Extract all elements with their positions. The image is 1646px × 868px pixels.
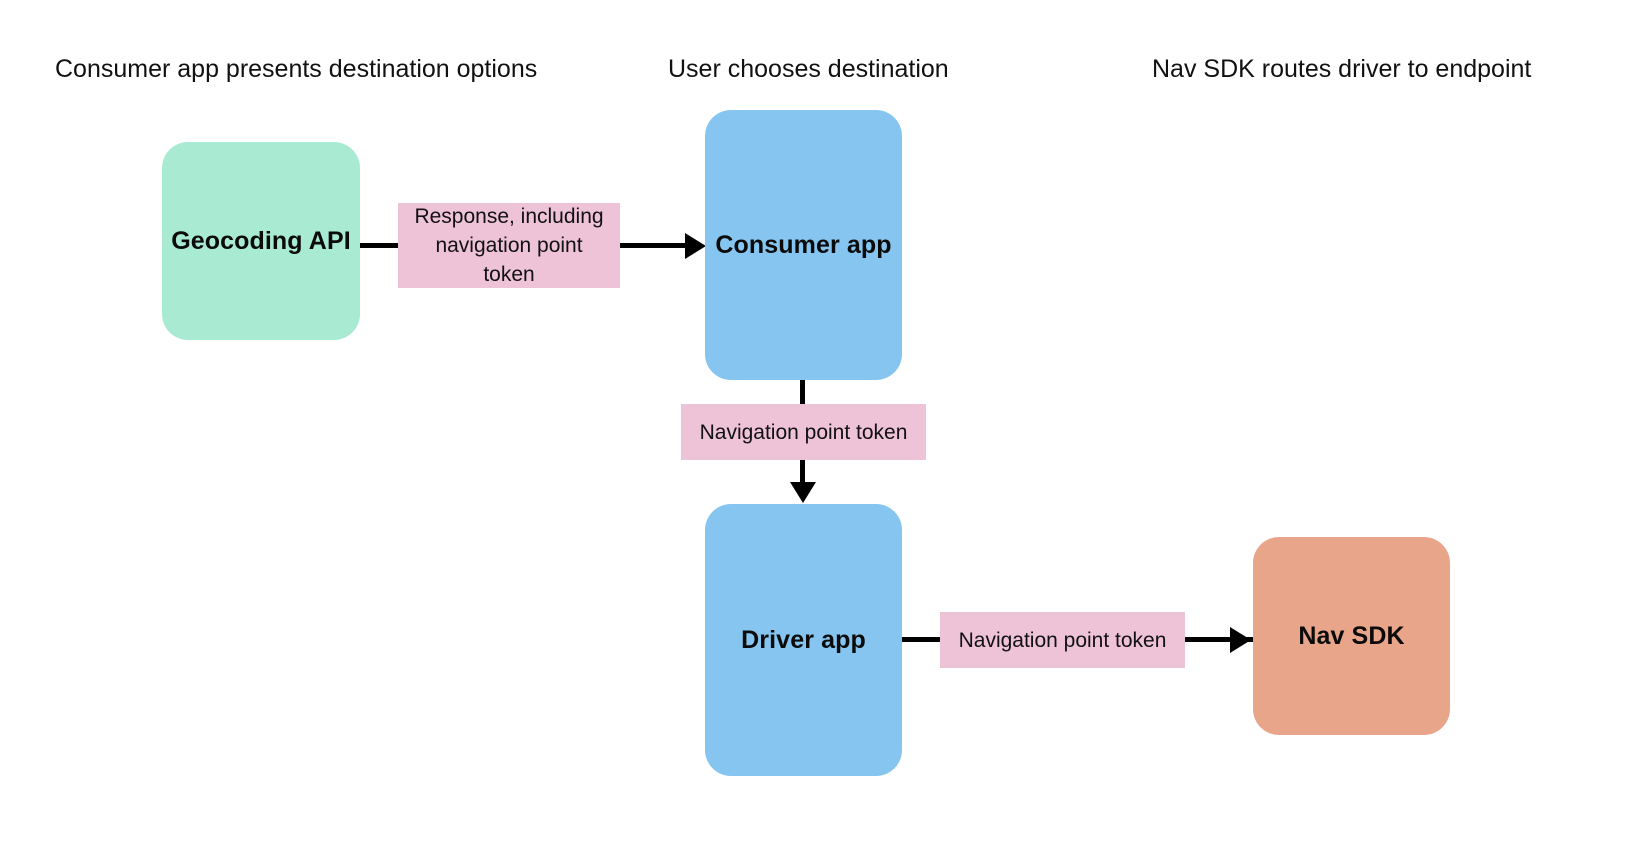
heading-user-chooses: User chooses destination [668,55,949,83]
edge-label-consumer-to-driver-text: Navigation point token [699,420,908,444]
arrowhead-geocoding-to-consumer-icon [685,233,706,259]
edge-label-driver-to-navsdk-text: Navigation point token [958,628,1167,652]
node-consumer-app[interactable]: Consumer app [705,110,902,380]
node-geocoding-api[interactable]: Geocoding API [162,142,360,340]
arrowhead-consumer-to-driver-icon [790,482,816,503]
node-geocoding-api-label: Geocoding API [171,226,351,255]
edge-label-line: Response, including [414,205,604,228]
heading-consumer-app: Consumer app presents destination option… [55,55,538,83]
edge-label-geocoding-to-consumer-text: Response, including navigation point tok… [408,202,609,289]
heading-nav-sdk: Nav SDK routes driver to endpoint [1152,55,1532,83]
edge-label-line: token [483,263,535,286]
node-driver-app[interactable]: Driver app [705,504,902,776]
arrowhead-driver-to-navsdk-icon [1230,627,1251,653]
node-driver-app-label: Driver app [741,625,866,654]
node-nav-sdk-label: Nav SDK [1298,621,1405,650]
edge-label-consumer-to-driver: Navigation point token [681,404,926,460]
node-nav-sdk[interactable]: Nav SDK [1253,537,1450,735]
edge-label-geocoding-to-consumer: Response, including navigation point tok… [398,203,620,288]
edge-label-line: navigation point [435,234,583,257]
edge-label-driver-to-navsdk: Navigation point token [940,612,1185,668]
node-consumer-app-label: Consumer app [715,230,892,259]
